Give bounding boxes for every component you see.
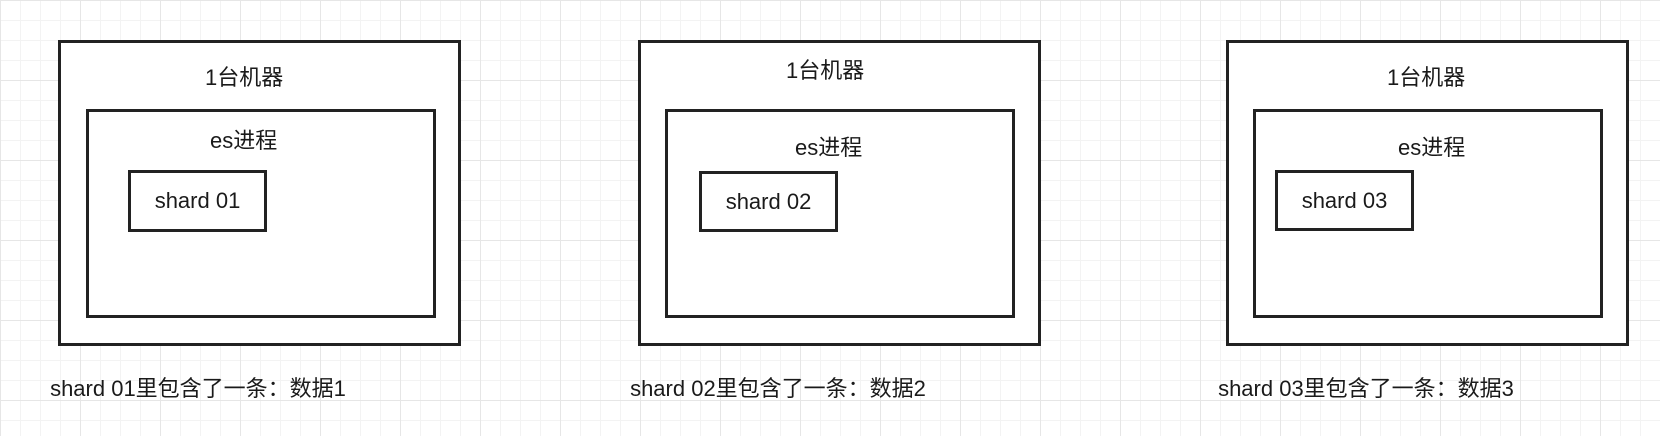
es-process-label-2: es进程 — [795, 135, 863, 160]
shard-label-1: shard 01 — [154, 188, 241, 213]
machine-label-1: 1台机器 — [205, 65, 284, 90]
es-process-box-3 — [1253, 109, 1603, 318]
shard-caption-2: shard 02里包含了一条：数据2 — [630, 376, 926, 401]
es-process-label-1: es进程 — [210, 128, 278, 153]
shard-caption-1: shard 01里包含了一条：数据1 — [50, 376, 346, 401]
machine-label-2: 1台机器 — [786, 58, 865, 83]
shard-caption-3: shard 03里包含了一条：数据3 — [1218, 376, 1514, 401]
shard-box-2: shard 02 — [699, 171, 838, 232]
shard-box-3: shard 03 — [1275, 170, 1414, 231]
machine-label-3: 1台机器 — [1387, 65, 1466, 90]
shard-label-3: shard 03 — [1301, 187, 1388, 213]
shard-label-2: shard 02 — [725, 188, 812, 214]
es-process-label-3: es进程 — [1398, 135, 1466, 160]
shard-box-1: shard 01 — [128, 170, 267, 232]
